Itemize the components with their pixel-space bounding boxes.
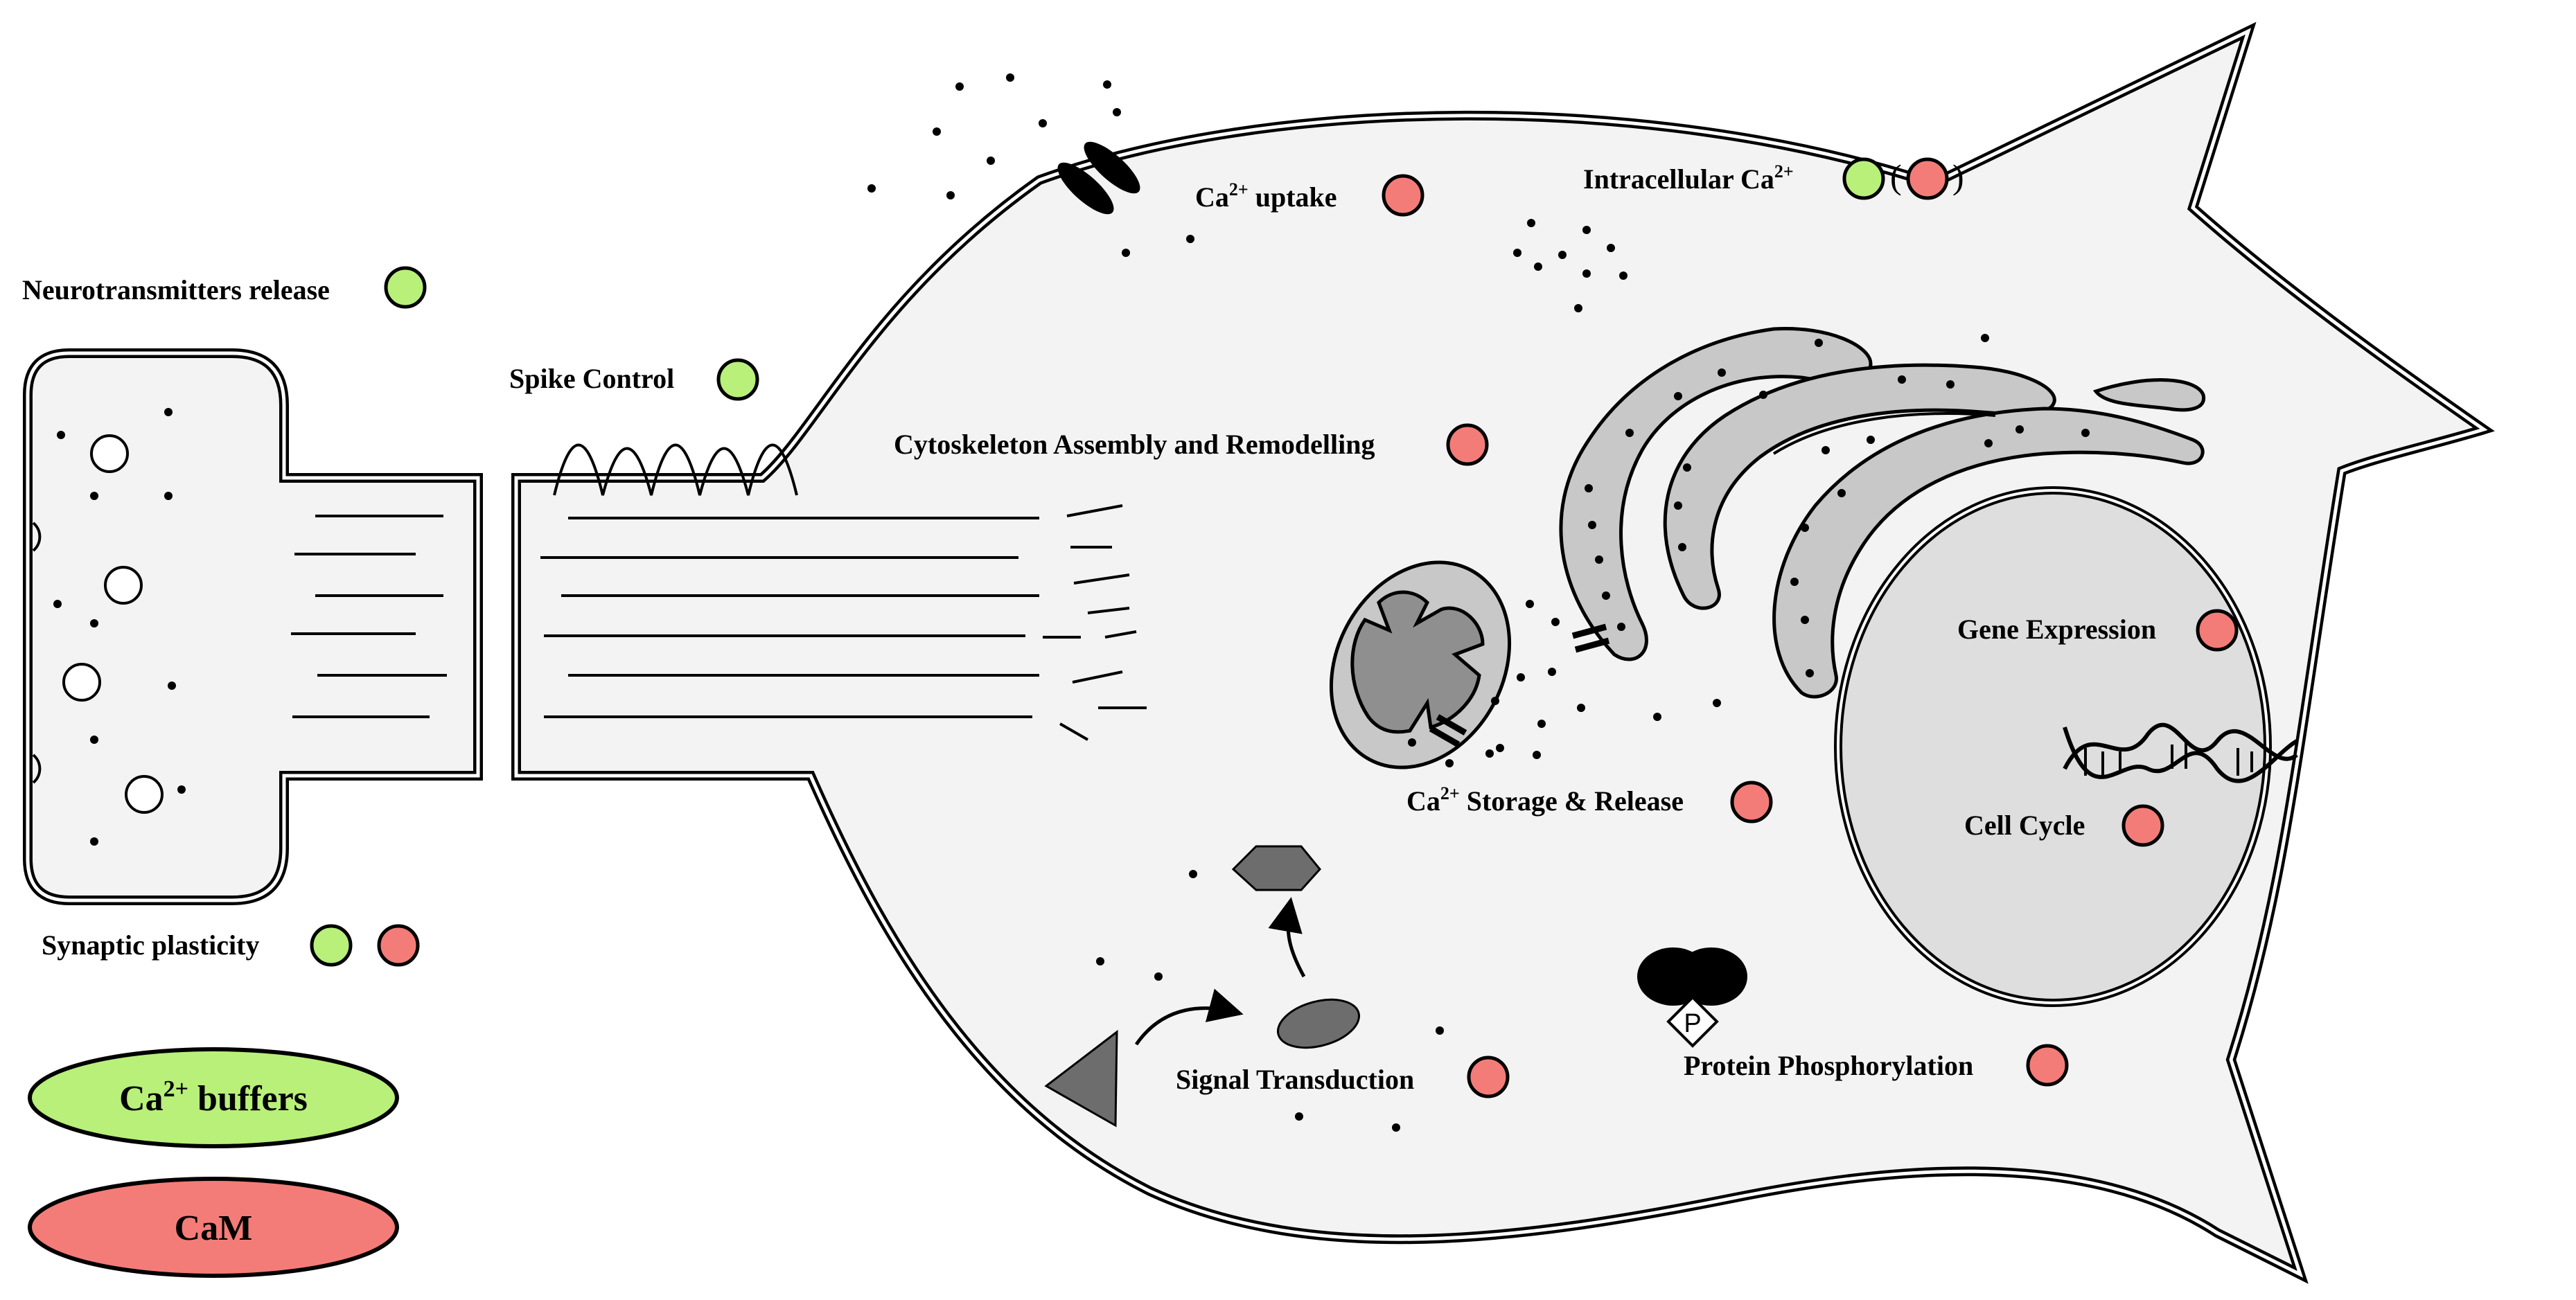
ion-channel-coil: [553, 443, 798, 496]
signal-transduction-label: Signal Transduction: [1176, 1064, 1414, 1095]
mito-release-channel: [1429, 714, 1467, 747]
presynaptic-terminal: [23, 348, 483, 905]
labels: Neurotransmitters release Spike Control …: [22, 157, 2239, 1098]
fusing-vesicle: [32, 754, 42, 784]
synaptic-plasticity-label: Synaptic plasticity: [42, 929, 259, 961]
signal-transduction-pathway: [1044, 845, 1444, 1132]
effector-protein: [1276, 998, 1361, 1049]
vesicle: [125, 775, 164, 814]
buffer-indicator: [716, 358, 759, 401]
signal-calcium-ions: [1096, 870, 1444, 1132]
activation-arrow: [1134, 988, 1244, 1046]
intracellular-calcium-ions: [1513, 219, 1627, 312]
cell-cycle-label: Cell Cycle: [1964, 810, 2085, 841]
buffers-legend-label: Ca2+ buffers: [119, 1076, 308, 1119]
cam-indicator: [1906, 157, 1949, 200]
buffer-indicator: [384, 266, 427, 309]
calcium-channel: [1057, 141, 1140, 215]
cam-legend-label: CaM: [175, 1209, 253, 1248]
fusing-vesicle: [32, 522, 42, 552]
cam-indicator: [1730, 781, 1773, 823]
calcium-uptake-label: Ca2+ uptake: [1195, 179, 1337, 213]
cytoskeleton-label: Cytoskeleton Assembly and Remodelling: [894, 429, 1375, 460]
neurotransmitters-label: Neurotransmitters release: [22, 274, 330, 305]
phosphorylated-protein: P: [1637, 947, 1747, 1048]
vesicle: [104, 566, 143, 605]
presynaptic-microtubules: [291, 515, 447, 718]
endoplasmic-reticulum: [1559, 326, 2206, 699]
second-messenger: [1231, 845, 1321, 891]
calcium-storage-label: Ca2+ Storage & Release: [1406, 783, 1684, 817]
buffer-indicator: [1842, 157, 1885, 200]
second-messenger-arrow: [1268, 897, 1306, 978]
mitochondrion: [1329, 560, 1512, 769]
vesicle: [90, 434, 129, 473]
extracellular-calcium-ions: [867, 73, 1194, 257]
open-paren: (: [1890, 157, 1902, 196]
cam-indicator: [377, 924, 420, 967]
cam-indicator: [2196, 609, 2239, 652]
gene-expression-label: Gene Expression: [1957, 614, 2156, 645]
calcium-ions-presynaptic: [53, 408, 186, 846]
mito-calcium-ions: [1408, 600, 1721, 767]
receptor: [1044, 1029, 1118, 1128]
cam-indicator: [2026, 1044, 2069, 1087]
nucleus: [1834, 486, 2272, 1007]
cam-indicator: [1382, 174, 1424, 217]
buffer-indicator: [310, 924, 353, 967]
close-paren: ): [1952, 157, 1964, 196]
vesicle: [62, 663, 101, 702]
phosphate-group: [1666, 995, 1719, 1048]
protein-phosphorylation-label: Protein Phosphorylation: [1684, 1050, 1973, 1081]
cam-indicator: [1467, 1056, 1510, 1098]
cam-indicator: [1446, 423, 1489, 466]
buffers-legend-swatch: [28, 1047, 399, 1148]
intracellular-calcium-label: Intracellular Ca2+: [1583, 161, 1794, 195]
spike-control-label: Spike Control: [509, 363, 674, 394]
phosphate-label: P: [1684, 1009, 1701, 1038]
er-calcium-ions: [1585, 334, 2090, 677]
cam-indicator: [2121, 804, 2164, 847]
axon-microtubules: [540, 504, 1147, 741]
dna-helix: [2063, 722, 2298, 783]
er-release-channel: [1571, 623, 1610, 653]
cam-legend-swatch: [28, 1177, 399, 1278]
legend: Ca2+ buffers CaM: [28, 1047, 399, 1278]
